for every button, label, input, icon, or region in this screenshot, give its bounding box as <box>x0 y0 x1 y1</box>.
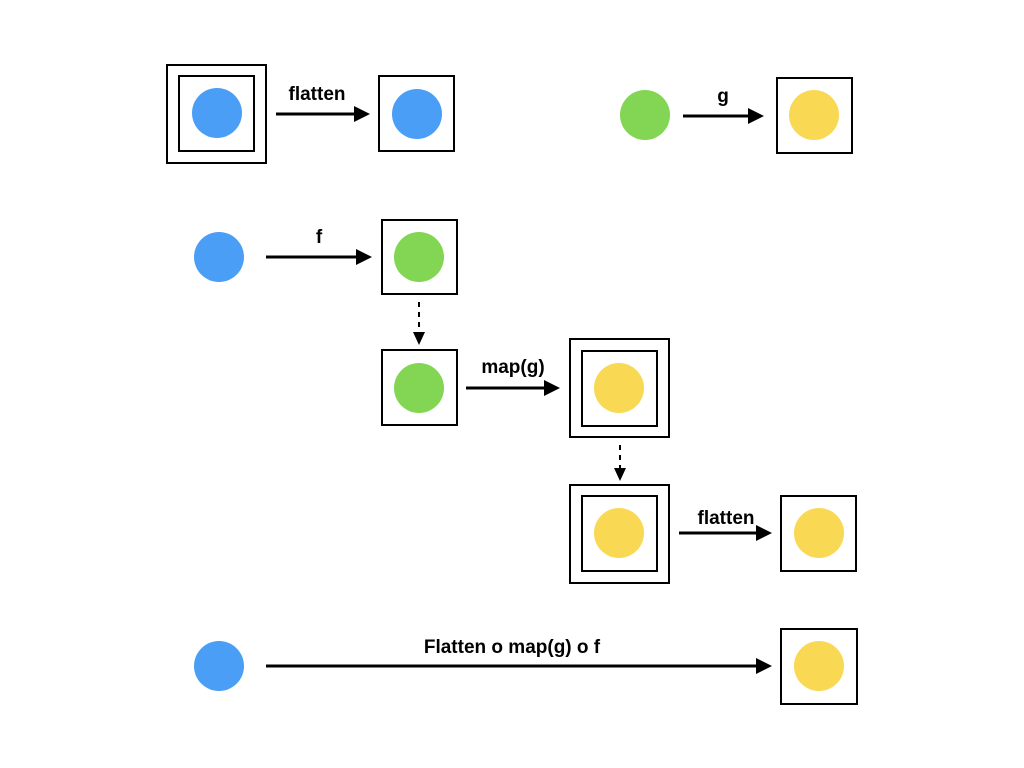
map-g-arrow <box>466 380 560 396</box>
f-label: f <box>316 227 323 248</box>
flatten-arrow-top <box>276 106 370 122</box>
dashed-arrow-1 <box>413 302 425 345</box>
composition-label: Flatten o map(g) o f <box>424 637 601 658</box>
composition-arrow <box>266 658 772 674</box>
blue-dot-composition <box>194 641 244 691</box>
double-box-yellow-map <box>569 338 670 438</box>
single-box-blue-top <box>378 75 455 152</box>
single-box-yellow-composition <box>780 628 858 705</box>
map-g-label: map(g) <box>481 357 544 378</box>
double-box-yellow-flatten <box>569 484 670 584</box>
double-box-blue-top <box>166 64 267 164</box>
blue-dot-f <box>194 232 244 282</box>
single-box-yellow-flatten <box>780 495 857 572</box>
g-label: g <box>717 86 729 107</box>
f-arrow <box>266 249 372 265</box>
flatten-arrow-bottom <box>679 525 772 541</box>
flatten-label-top: flatten <box>289 84 346 105</box>
single-box-green-map <box>381 349 458 426</box>
single-box-yellow-top <box>776 77 853 154</box>
single-box-green-f <box>381 219 458 295</box>
green-dot-top <box>620 90 670 140</box>
flatten-label-bottom: flatten <box>698 508 755 529</box>
g-arrow <box>683 108 764 124</box>
dashed-arrow-2 <box>614 445 626 481</box>
